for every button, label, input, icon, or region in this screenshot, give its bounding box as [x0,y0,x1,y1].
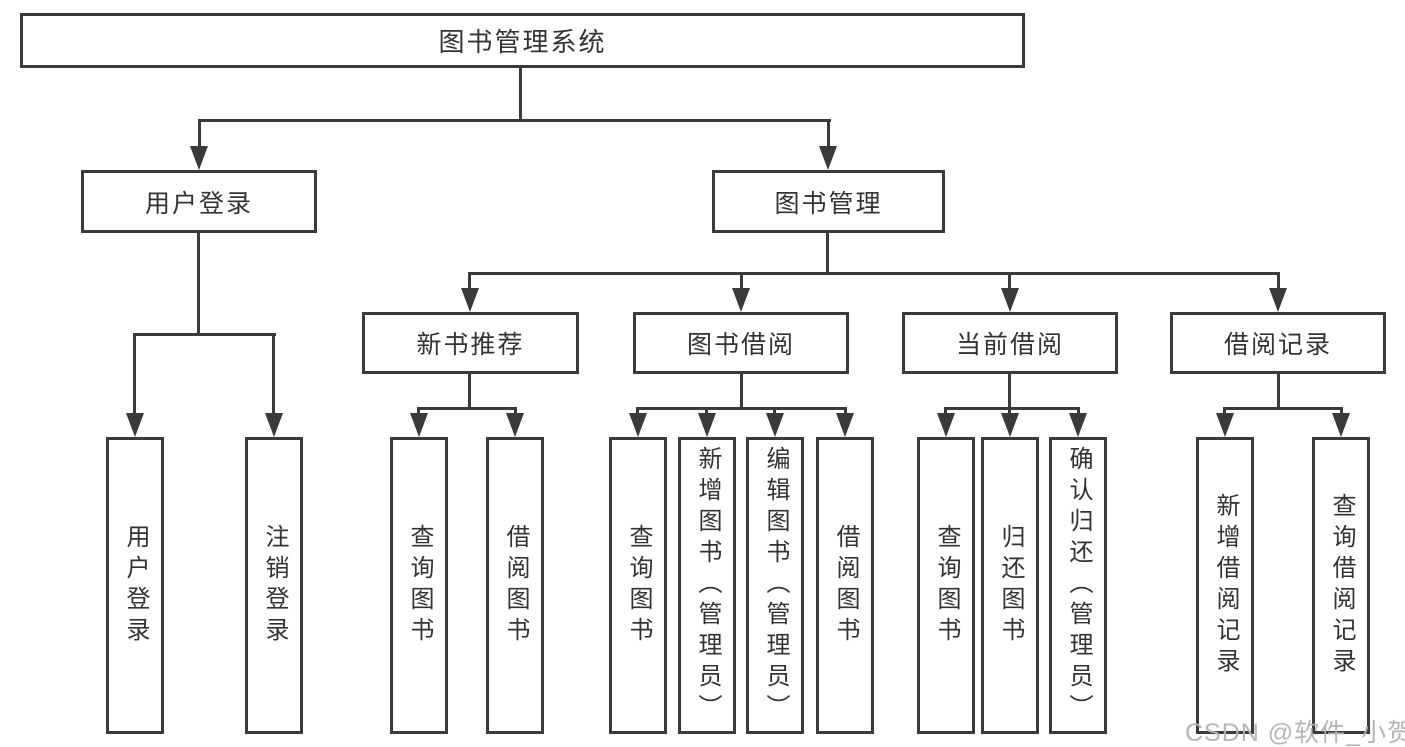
connector-new-book-stub [468,374,471,410]
leaf-label: 新增图书（管理员） [694,446,721,725]
arrowhead-leaf [1069,413,1087,437]
leaf-user-login: 用户登录 [106,437,164,734]
arrowhead-leaf [1001,413,1019,437]
connector-drop [1008,407,1011,417]
connector-drop [514,407,517,417]
connector-root-hline [198,119,831,122]
connector-drop [636,407,639,417]
leaf-label: 用户登录 [122,523,149,648]
arrowhead-leaf [937,413,955,437]
node-label: 用户登录 [144,189,253,218]
connector-drop-new-book [468,272,471,290]
leaf-label: 注销登录 [261,523,288,648]
csdn-watermark: CSDN @软件_小贺同学 [1185,719,1405,747]
leaf-query-books-recommend: 查询图书 [390,437,448,734]
connector-book-borrow-hline [636,407,847,410]
arrowhead-book-management [819,146,837,170]
node-label: 图书借阅 [686,331,795,359]
node-borrow-record: 借阅记录 [1170,312,1386,374]
arrowhead-leaf [506,413,524,437]
connector-drop [844,407,847,417]
connector-drop [944,407,947,417]
connector-book-management-hline [468,272,1280,275]
arrowhead-leaf [629,413,647,437]
connector-current-borrow-hline [944,407,1080,410]
connector-book-borrow-stub [740,374,743,410]
leaf-label: 借阅图书 [502,523,529,648]
connector-drop [773,407,776,417]
leaf-label: 查询图书 [625,523,652,648]
arrowhead-book-borrow [732,288,750,312]
node-new-book-recommend: 新书推荐 [362,312,579,374]
arrowhead-leaf-logout [265,413,283,437]
leaf-borrow-books-recommend: 借阅图书 [486,437,544,734]
leaf-query-books-current: 查询图书 [917,437,975,734]
connector-book-management-stub [826,233,829,275]
node-root-library-system: 图书管理系统 [20,13,1025,68]
arrowhead-leaf [766,413,784,437]
connector-drop [705,407,708,417]
connector-drop-user-login [198,119,201,149]
connector-drop [417,407,420,417]
leaf-label: 新增借阅记录 [1212,492,1239,679]
arrowhead-current-borrow [1001,288,1019,312]
connector-borrow-record-stub [1277,374,1280,410]
leaf-edit-book-admin: 编辑图书（管理员） [746,437,804,734]
node-current-borrow: 当前借阅 [902,312,1118,374]
node-label: 新书推荐 [416,331,525,359]
connector-user-login-hline [133,333,276,336]
leaf-borrow-books: 借阅图书 [816,437,874,734]
leaf-label: 归还图书 [997,523,1024,648]
leaf-logout: 注销登录 [245,437,303,734]
leaf-return-books: 归还图书 [981,437,1039,734]
node-user-login: 用户登录 [81,170,317,233]
leaf-add-book-admin: 新增图书（管理员） [678,437,736,734]
arrowhead-leaf [698,413,716,437]
connector-drop-leaf-login [133,333,136,415]
leaf-label: 借阅图书 [832,523,859,648]
node-label: 图书管理系统 [438,27,607,57]
leaf-confirm-return-admin: 确认归还（管理员） [1049,437,1107,734]
arrowhead-leaf [1216,413,1234,437]
arrowhead-leaf [410,413,428,437]
connector-drop-book-management [827,119,830,149]
arrowhead-borrow-record [1269,288,1287,312]
connector-drop-book-borrow [740,272,743,290]
leaf-label: 查询借阅记录 [1328,492,1355,679]
connector-drop-current-borrow [1008,272,1011,290]
leaf-add-borrow-record: 新增借阅记录 [1196,437,1254,734]
arrowhead-leaf [836,413,854,437]
leaf-label: 查询图书 [933,523,960,648]
connector-drop-borrow-record [1277,272,1280,290]
connector-current-borrow-stub [1008,374,1011,410]
leaf-query-borrow-record: 查询借阅记录 [1312,437,1370,734]
connector-drop [1340,407,1343,417]
connector-root-stub [519,68,522,122]
arrowhead-leaf [1332,413,1350,437]
node-label: 图书管理 [774,189,883,218]
node-label: 借阅记录 [1223,331,1332,359]
arrowhead-user-login [190,146,208,170]
connector-user-login-stub [197,233,200,336]
connector-drop [1223,407,1226,417]
connector-new-book-hline [417,407,517,410]
node-label: 当前借阅 [955,331,1064,359]
leaf-query-books-borrow: 查询图书 [609,437,667,734]
leaf-label: 查询图书 [406,523,433,648]
node-book-borrow: 图书借阅 [633,312,849,374]
connector-drop-leaf-logout [272,333,275,415]
arrowhead-new-book [461,288,479,312]
node-book-management: 图书管理 [712,170,945,233]
leaf-label: 确认归还（管理员） [1065,446,1092,725]
leaf-label: 编辑图书（管理员） [762,446,789,725]
arrowhead-leaf-login [126,413,144,437]
connector-borrow-record-hline [1223,407,1343,410]
connector-drop [1077,407,1080,417]
